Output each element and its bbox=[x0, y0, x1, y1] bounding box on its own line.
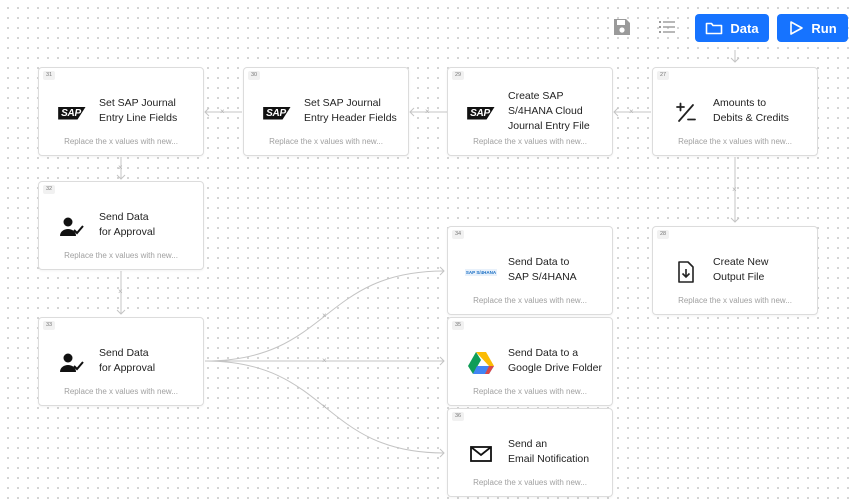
node-number: 33 bbox=[43, 321, 56, 330]
edge-marker[interactable]: × bbox=[118, 287, 123, 296]
arrowhead bbox=[116, 309, 126, 315]
arrowhead bbox=[116, 174, 126, 180]
sap-logo: SAP bbox=[58, 101, 86, 125]
sap-logo: SAP bbox=[467, 101, 495, 125]
arrowhead bbox=[439, 266, 445, 276]
edge-marker[interactable]: × bbox=[220, 107, 225, 116]
arrowhead bbox=[439, 448, 445, 458]
node-description: Replace the x values with new... bbox=[64, 387, 178, 396]
node-number: 36 bbox=[452, 412, 465, 421]
arrowhead bbox=[730, 217, 740, 223]
arrowhead bbox=[204, 107, 210, 117]
run-button[interactable]: Run bbox=[777, 14, 848, 42]
node-number: 32 bbox=[43, 185, 56, 194]
plus-minus-icon bbox=[672, 101, 700, 125]
node-description: Replace the x values with new... bbox=[678, 296, 792, 305]
run-button-label: Run bbox=[811, 20, 837, 36]
user-check-icon bbox=[58, 215, 86, 239]
data-button[interactable]: Data bbox=[695, 14, 769, 42]
node-description: Replace the x values with new... bbox=[64, 137, 178, 146]
google-drive-logo bbox=[467, 351, 495, 375]
edge-marker[interactable]: × bbox=[322, 356, 327, 365]
save-icon[interactable] bbox=[610, 15, 634, 39]
arrowhead bbox=[730, 57, 740, 63]
arrowhead bbox=[439, 356, 445, 366]
arrowhead bbox=[613, 107, 619, 117]
list-icon[interactable] bbox=[655, 15, 679, 39]
user-check-icon bbox=[58, 351, 86, 375]
node-number: 29 bbox=[452, 71, 465, 80]
save-icon bbox=[614, 19, 630, 35]
play-icon bbox=[790, 21, 804, 35]
node-description: Replace the x values with new... bbox=[473, 137, 587, 146]
edge-marker[interactable]: × bbox=[322, 402, 327, 411]
node-number: 27 bbox=[657, 71, 670, 80]
edge-marker[interactable]: × bbox=[118, 163, 123, 172]
sap-s4hana-logo: SAP S/4HANA bbox=[464, 268, 498, 276]
data-button-label: Data bbox=[730, 20, 759, 36]
node-description: Replace the x values with new... bbox=[473, 296, 587, 305]
node-number: 30 bbox=[248, 71, 261, 80]
node-description: Replace the x values with new... bbox=[678, 137, 792, 146]
edge-marker[interactable]: × bbox=[629, 107, 634, 116]
arrowhead bbox=[409, 107, 415, 117]
node-number: 31 bbox=[43, 71, 56, 80]
node-description: Replace the x values with new... bbox=[269, 137, 383, 146]
sap-logo: SAP bbox=[263, 101, 291, 125]
envelope-icon bbox=[467, 442, 495, 466]
node-description: Replace the x values with new... bbox=[473, 478, 587, 487]
node-description: Replace the x values with new... bbox=[64, 251, 178, 260]
folder-icon bbox=[706, 22, 723, 35]
node-description: Replace the x values with new... bbox=[473, 387, 587, 396]
list-icon bbox=[659, 21, 675, 33]
node-number: 28 bbox=[657, 230, 670, 239]
edge-marker[interactable]: × bbox=[732, 185, 737, 194]
node-number: 34 bbox=[452, 230, 465, 239]
node-number: 35 bbox=[452, 321, 465, 330]
edge-marker[interactable]: × bbox=[322, 311, 327, 320]
file-download-icon bbox=[672, 260, 700, 284]
edge-marker[interactable]: × bbox=[425, 107, 430, 116]
